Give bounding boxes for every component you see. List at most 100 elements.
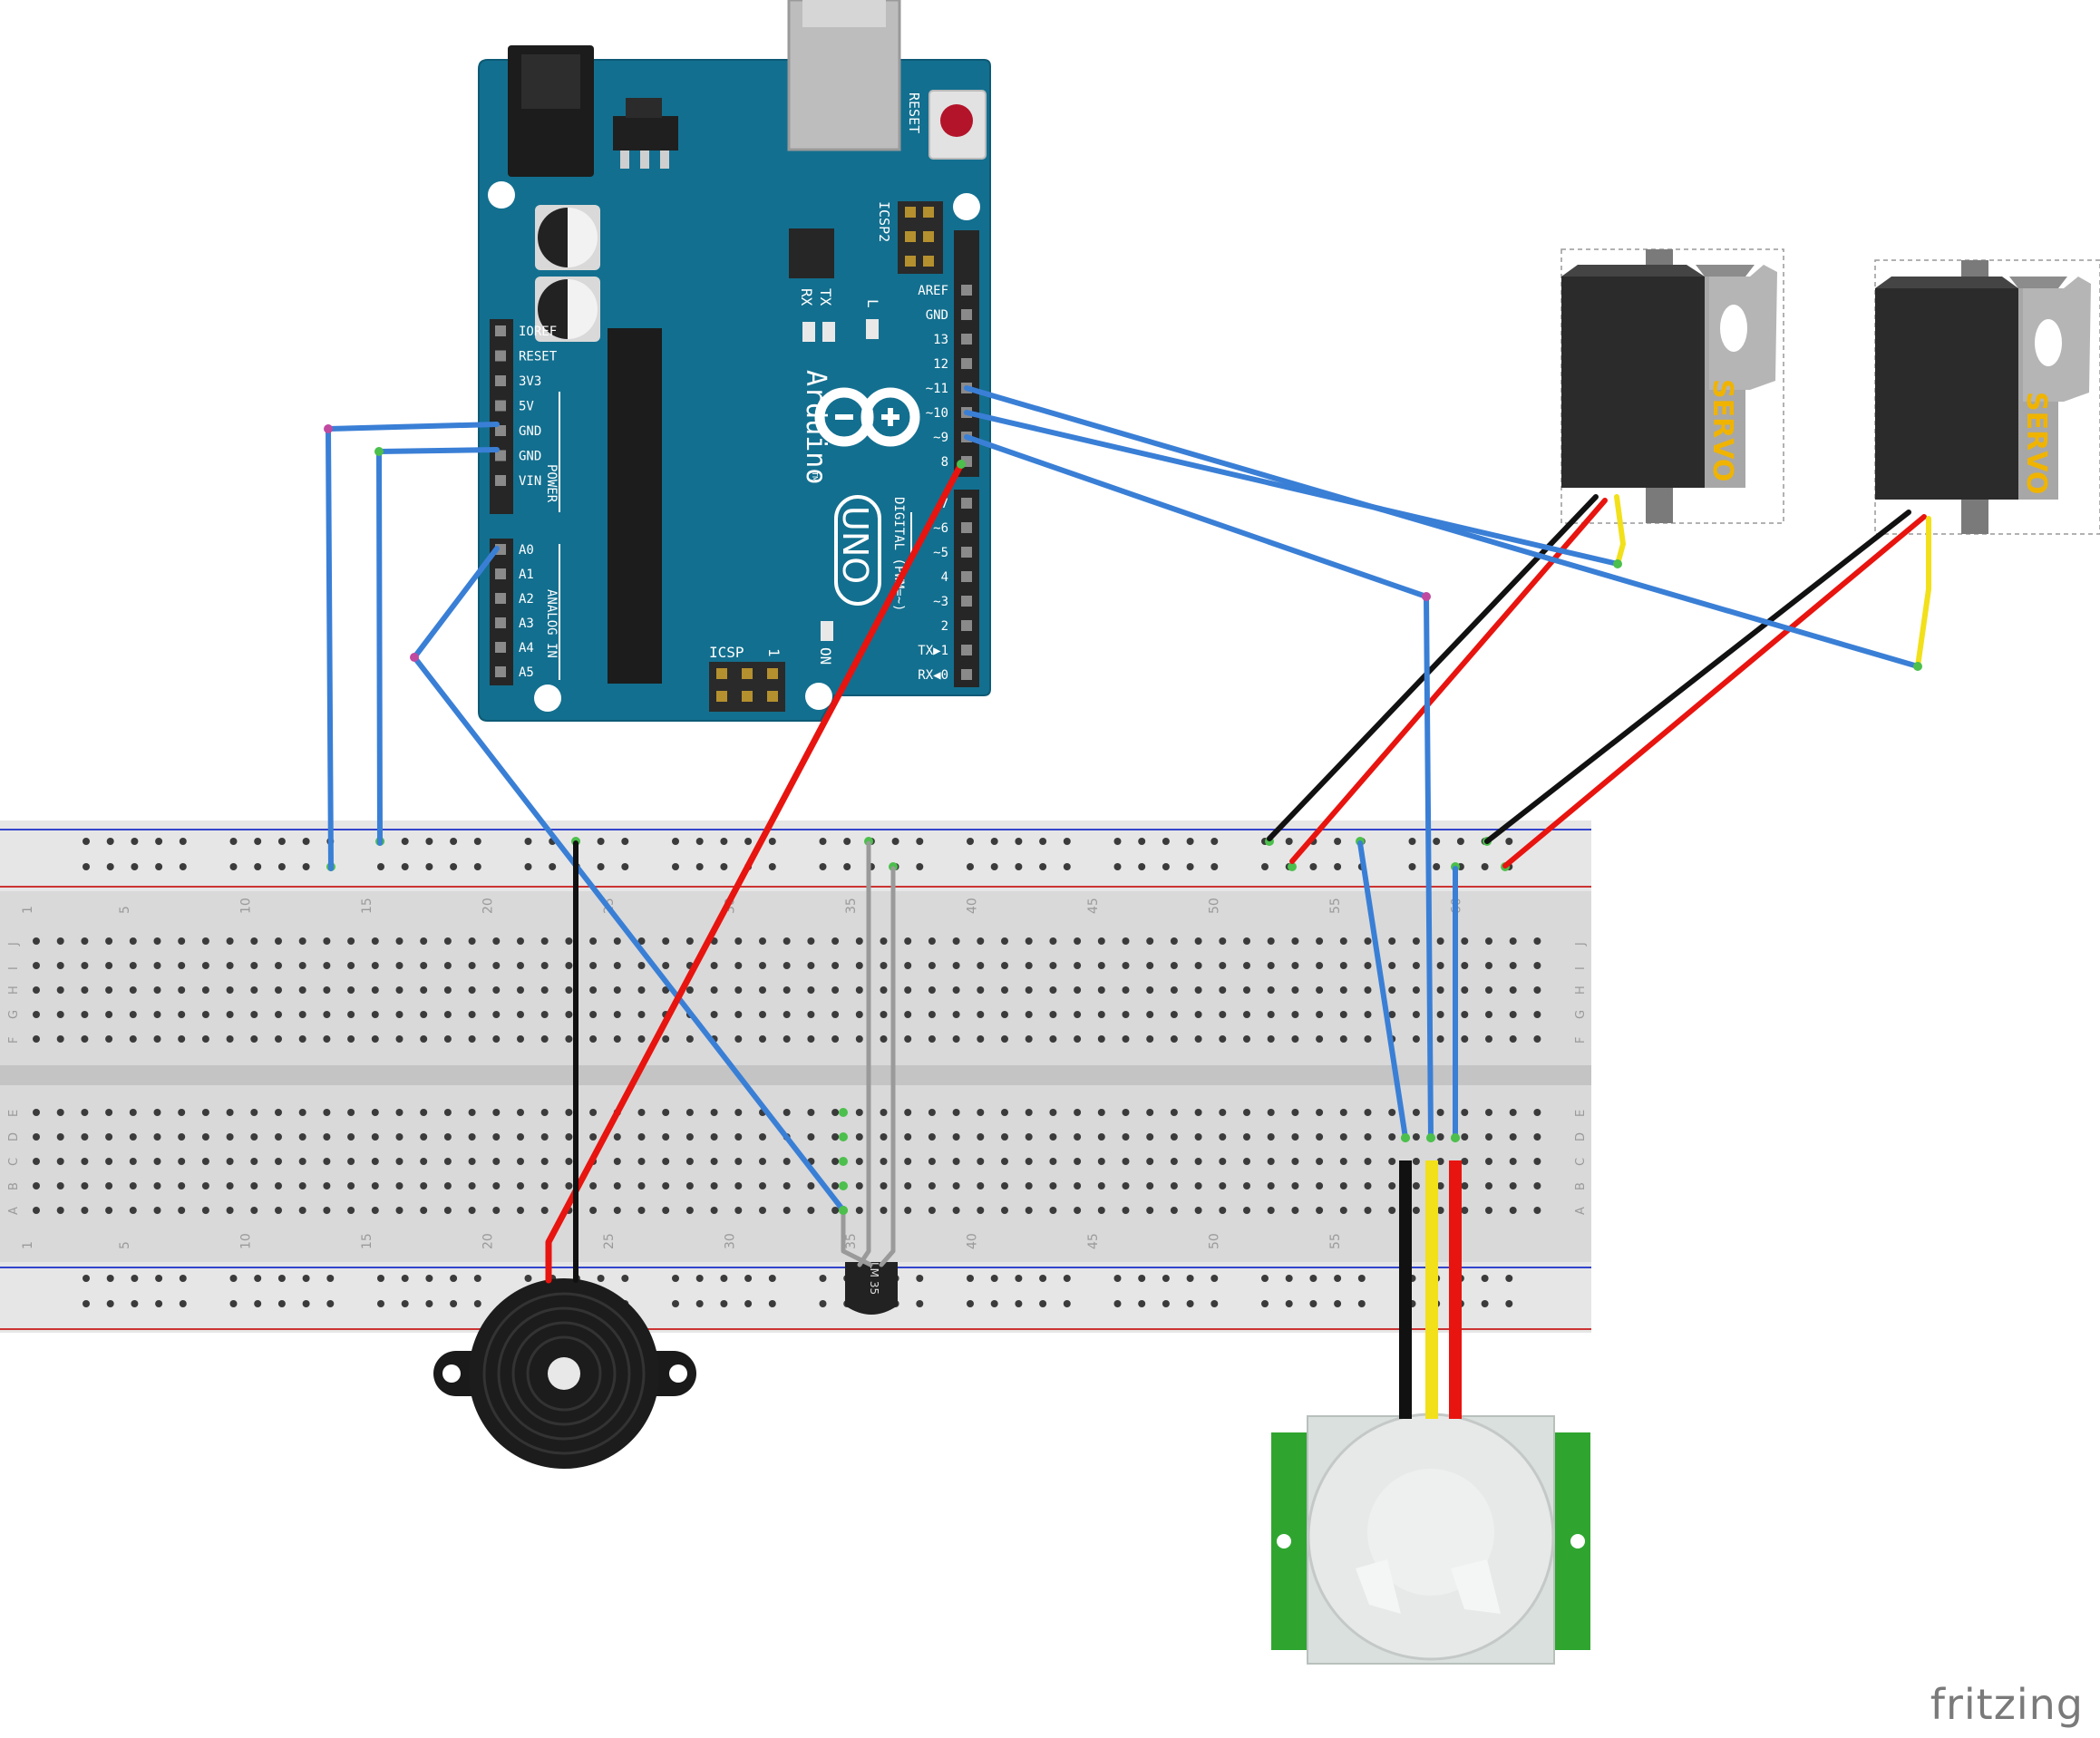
terminal-hole	[1316, 1035, 1324, 1043]
header-pin	[961, 498, 972, 509]
rail-hole	[1162, 863, 1170, 870]
header-pin	[961, 596, 972, 607]
digital-pin-label: ~9	[933, 431, 948, 445]
terminal-hole	[371, 1035, 379, 1043]
terminal-hole	[1219, 962, 1227, 969]
terminal-hole	[298, 1133, 306, 1141]
terminal-hole	[540, 1207, 549, 1214]
terminal-hole	[105, 1133, 113, 1141]
terminal-hole	[226, 1011, 234, 1018]
terminal-hole	[201, 962, 209, 969]
terminal-hole	[1291, 1035, 1299, 1043]
terminal-hole	[710, 1158, 718, 1165]
terminal-hole	[129, 1182, 137, 1189]
rail-hole	[621, 863, 629, 870]
terminal-hole	[33, 937, 40, 945]
rail-hole	[1063, 1275, 1071, 1282]
terminal-hole	[1533, 1133, 1541, 1141]
terminal-hole	[129, 1035, 137, 1043]
terminal-hole	[492, 1109, 501, 1116]
terminal-hole	[1267, 1011, 1275, 1018]
terminal-hole	[1074, 986, 1082, 994]
terminal-hole	[565, 986, 573, 994]
terminal-hole	[347, 1182, 355, 1189]
terminal-hole	[1267, 986, 1275, 994]
terminal-hole	[710, 1182, 718, 1189]
terminal-hole	[734, 1158, 743, 1165]
terminal-hole	[759, 1011, 766, 1018]
analog-pin-label: A1	[519, 568, 534, 582]
terminal-hole	[1339, 1182, 1347, 1189]
rail-hole	[131, 1275, 139, 1282]
terminal-hole	[1533, 937, 1541, 945]
rail-hole	[1481, 1300, 1489, 1307]
terminal-hole	[517, 962, 524, 969]
terminal-hole	[517, 1158, 524, 1165]
terminal-hole	[1364, 1207, 1372, 1214]
terminal-hole	[1267, 1158, 1275, 1165]
rail-hole	[1162, 1275, 1170, 1282]
terminal-hole	[637, 937, 646, 945]
terminal-hole	[517, 1035, 524, 1043]
terminal-hole	[1243, 1035, 1250, 1043]
rail-hole	[819, 1300, 827, 1307]
terminal-hole	[1339, 1133, 1347, 1141]
terminal-hole	[420, 962, 428, 969]
terminal-hole	[855, 1182, 863, 1189]
terminal-hole	[395, 1133, 403, 1141]
terminal-hole	[1049, 1011, 1057, 1018]
rail-hole	[744, 1275, 753, 1282]
rail-hole	[1505, 1275, 1513, 1282]
terminal-hole	[1412, 1011, 1420, 1018]
terminal-hole	[759, 1182, 766, 1189]
header-pin	[495, 325, 506, 336]
terminal-hole	[371, 1207, 379, 1214]
terminal-hole	[1049, 1109, 1057, 1116]
terminal-hole	[1170, 986, 1178, 994]
digital-pin-label: ~6	[933, 521, 948, 536]
terminal-hole	[589, 1109, 598, 1116]
rail-hole	[1138, 1300, 1146, 1307]
rail-hole	[967, 863, 974, 870]
terminal-hole	[928, 1207, 936, 1214]
rail-hole	[916, 838, 924, 845]
terminal-hole	[831, 1182, 840, 1189]
terminal-hole	[1243, 1207, 1250, 1214]
mounting-hole	[488, 181, 515, 209]
rail-hole	[1186, 863, 1194, 870]
terminal-hole	[1122, 937, 1130, 945]
reset-button-cap[interactable]	[940, 104, 973, 137]
terminal-hole	[831, 962, 840, 969]
terminal-hole	[904, 1158, 912, 1165]
terminal-hole	[1461, 1011, 1469, 1018]
rail-hole	[990, 863, 998, 870]
terminal-hole	[517, 1133, 524, 1141]
terminal-hole	[1267, 937, 1275, 945]
rail-hole	[83, 863, 90, 870]
header-pin	[961, 522, 972, 533]
terminal-hole	[81, 1109, 89, 1116]
terminal-hole	[250, 1182, 258, 1189]
terminal-hole	[807, 1207, 815, 1214]
terminal-hole	[468, 986, 476, 994]
row-letter: J	[1574, 942, 1588, 947]
wire-pin8-to-buzzer	[545, 461, 965, 1284]
rx-led	[802, 322, 815, 342]
rail-hole	[83, 1300, 90, 1307]
terminal-hole	[685, 1158, 694, 1165]
terminal-hole	[831, 1207, 840, 1214]
terminal-hole	[613, 1011, 621, 1018]
terminal-hole	[250, 1011, 258, 1018]
terminal-hole	[105, 1207, 113, 1214]
terminal-hole	[1509, 962, 1517, 969]
terminal-hole	[1243, 1109, 1250, 1116]
rail-hole	[990, 1275, 998, 1282]
terminal-hole	[81, 986, 89, 994]
terminal-hole	[1316, 1133, 1324, 1141]
rail-hole	[401, 1300, 409, 1307]
terminal-hole	[1436, 962, 1444, 969]
rail-hole	[450, 1275, 458, 1282]
terminal-hole	[1388, 986, 1396, 994]
terminal-hole	[1388, 1182, 1396, 1189]
terminal-hole	[323, 986, 331, 994]
